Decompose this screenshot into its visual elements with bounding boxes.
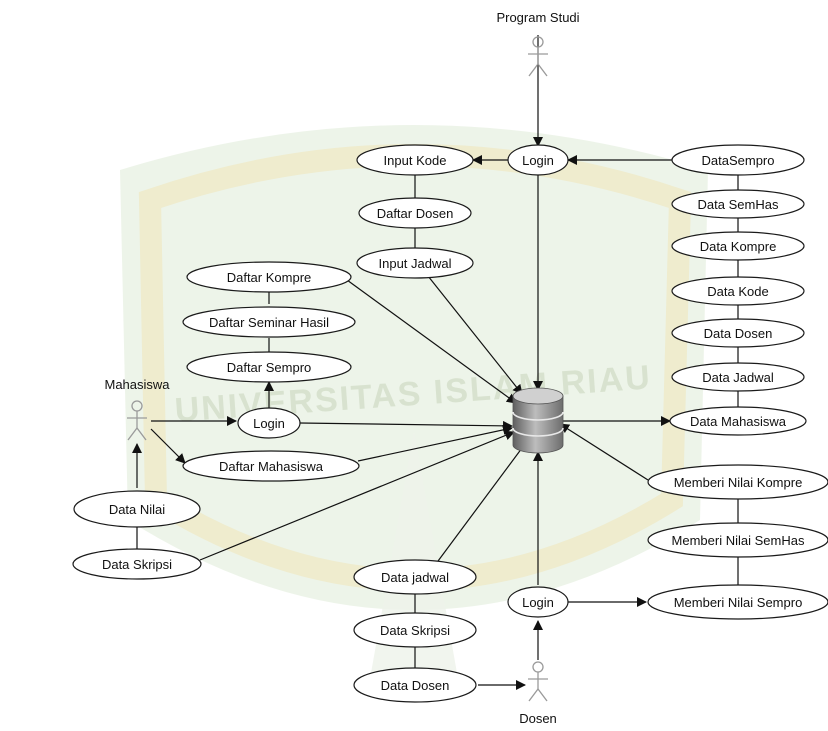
svg-text:Memberi Nilai Kompre: Memberi Nilai Kompre	[674, 475, 803, 490]
use-case-login-dosen: Login	[507, 586, 569, 618]
actor-label-mahasiswa: Mahasiswa	[104, 377, 170, 392]
use-case-data-jadwal-dosen: Data jadwal	[353, 559, 477, 595]
use-case-daftar-mahasiswa: Daftar Mahasiswa	[182, 450, 360, 482]
use-case-data-kompre: Data Kompre	[671, 231, 805, 261]
use-case-data-mahasiswa: Data Mahasiswa	[669, 406, 807, 436]
use-case-data-dosen-dosen: Data Dosen	[353, 667, 477, 703]
use-case-input-kode: Input Kode	[356, 144, 474, 176]
svg-text:Daftar Kompre: Daftar Kompre	[227, 270, 312, 285]
use-case-input-jadwal: Input Jadwal	[356, 247, 474, 279]
svg-text:Login: Login	[522, 595, 554, 610]
svg-text:Data Jadwal: Data Jadwal	[702, 370, 774, 385]
use-case-data-nilai: Data Nilai	[73, 490, 201, 528]
use-case-memberi-nilai-semhas: Memberi Nilai SemHas	[647, 522, 828, 558]
edge-dataskripsi-db	[199, 430, 515, 561]
actor-label-program-studi: Program Studi	[496, 10, 579, 25]
use-case-memberi-nilai-kompre: Memberi Nilai Kompre	[647, 464, 828, 500]
edge-inputjadwal-db	[427, 275, 523, 395]
use-cases: Input Kode Daftar Dosen Input Jadwal Log…	[72, 144, 828, 703]
svg-text:Data SemHas: Data SemHas	[698, 197, 779, 212]
actor-program-studi: Program Studi	[496, 10, 580, 77]
use-case-data-skripsi-mahasiswa: Data Skripsi	[72, 548, 202, 580]
use-case-data-semhas: Data SemHas	[671, 189, 805, 219]
svg-text:Daftar Sempro: Daftar Sempro	[227, 360, 312, 375]
use-case-daftar-dosen: Daftar Dosen	[358, 197, 472, 229]
svg-text:Daftar Seminar Hasil: Daftar Seminar Hasil	[209, 315, 329, 330]
use-case-data-skripsi-dosen: Data Skripsi	[353, 612, 477, 648]
use-case-data-kode: Data Kode	[671, 276, 805, 306]
use-case-data-sempro: DataSempro	[671, 144, 805, 176]
svg-text:DataSempro: DataSempro	[702, 153, 775, 168]
svg-text:Login: Login	[522, 153, 554, 168]
use-case-data-jadwal-admin: Data Jadwal	[671, 362, 805, 392]
svg-text:Data Dosen: Data Dosen	[704, 326, 773, 341]
use-case-daftar-kompre: Daftar Kompre	[186, 261, 352, 293]
edge-login-db-mhs	[299, 420, 513, 431]
use-case-daftar-seminar-hasil: Daftar Seminar Hasil	[182, 306, 356, 338]
database-icon	[512, 387, 564, 454]
use-case-memberi-nilai-sempro: Memberi Nilai Sempro	[647, 584, 828, 620]
svg-text:Data Mahasiswa: Data Mahasiswa	[690, 414, 787, 429]
svg-text:Data jadwal: Data jadwal	[381, 570, 449, 585]
use-case-login-prodi: Login	[507, 144, 569, 176]
svg-text:Input Kode: Input Kode	[384, 153, 447, 168]
actor-dosen: Dosen	[519, 661, 557, 726]
svg-text:Data Skripsi: Data Skripsi	[102, 557, 172, 572]
use-case-data-dosen-admin: Data Dosen	[671, 318, 805, 348]
svg-text:Daftar Dosen: Daftar Dosen	[377, 206, 454, 221]
edge-daftarkompre-db	[346, 279, 517, 404]
edge-daftarmahasiswa-db	[357, 424, 513, 462]
use-case-login-mahasiswa: Login	[237, 407, 301, 439]
svg-text:Data Kompre: Data Kompre	[700, 239, 777, 254]
svg-text:Login: Login	[253, 416, 285, 431]
svg-text:Memberi Nilai SemHas: Memberi Nilai SemHas	[672, 533, 805, 548]
svg-text:Data Skripsi: Data Skripsi	[380, 623, 450, 638]
svg-text:Data Kode: Data Kode	[707, 284, 768, 299]
edge-mahasiswa-daftarmahasiswa	[150, 428, 186, 464]
edge-memberinilaikompre-db	[559, 423, 649, 481]
svg-text:Input Jadwal: Input Jadwal	[379, 256, 452, 271]
svg-text:Daftar Mahasiswa: Daftar Mahasiswa	[219, 459, 324, 474]
use-case-daftar-sempro: Daftar Sempro	[186, 351, 352, 383]
actor-label-dosen: Dosen	[519, 711, 557, 726]
svg-text:Data Dosen: Data Dosen	[381, 678, 450, 693]
svg-text:Data Nilai: Data Nilai	[109, 502, 165, 517]
actor-mahasiswa: Mahasiswa	[104, 377, 170, 441]
svg-text:Memberi Nilai Sempro: Memberi Nilai Sempro	[674, 595, 803, 610]
